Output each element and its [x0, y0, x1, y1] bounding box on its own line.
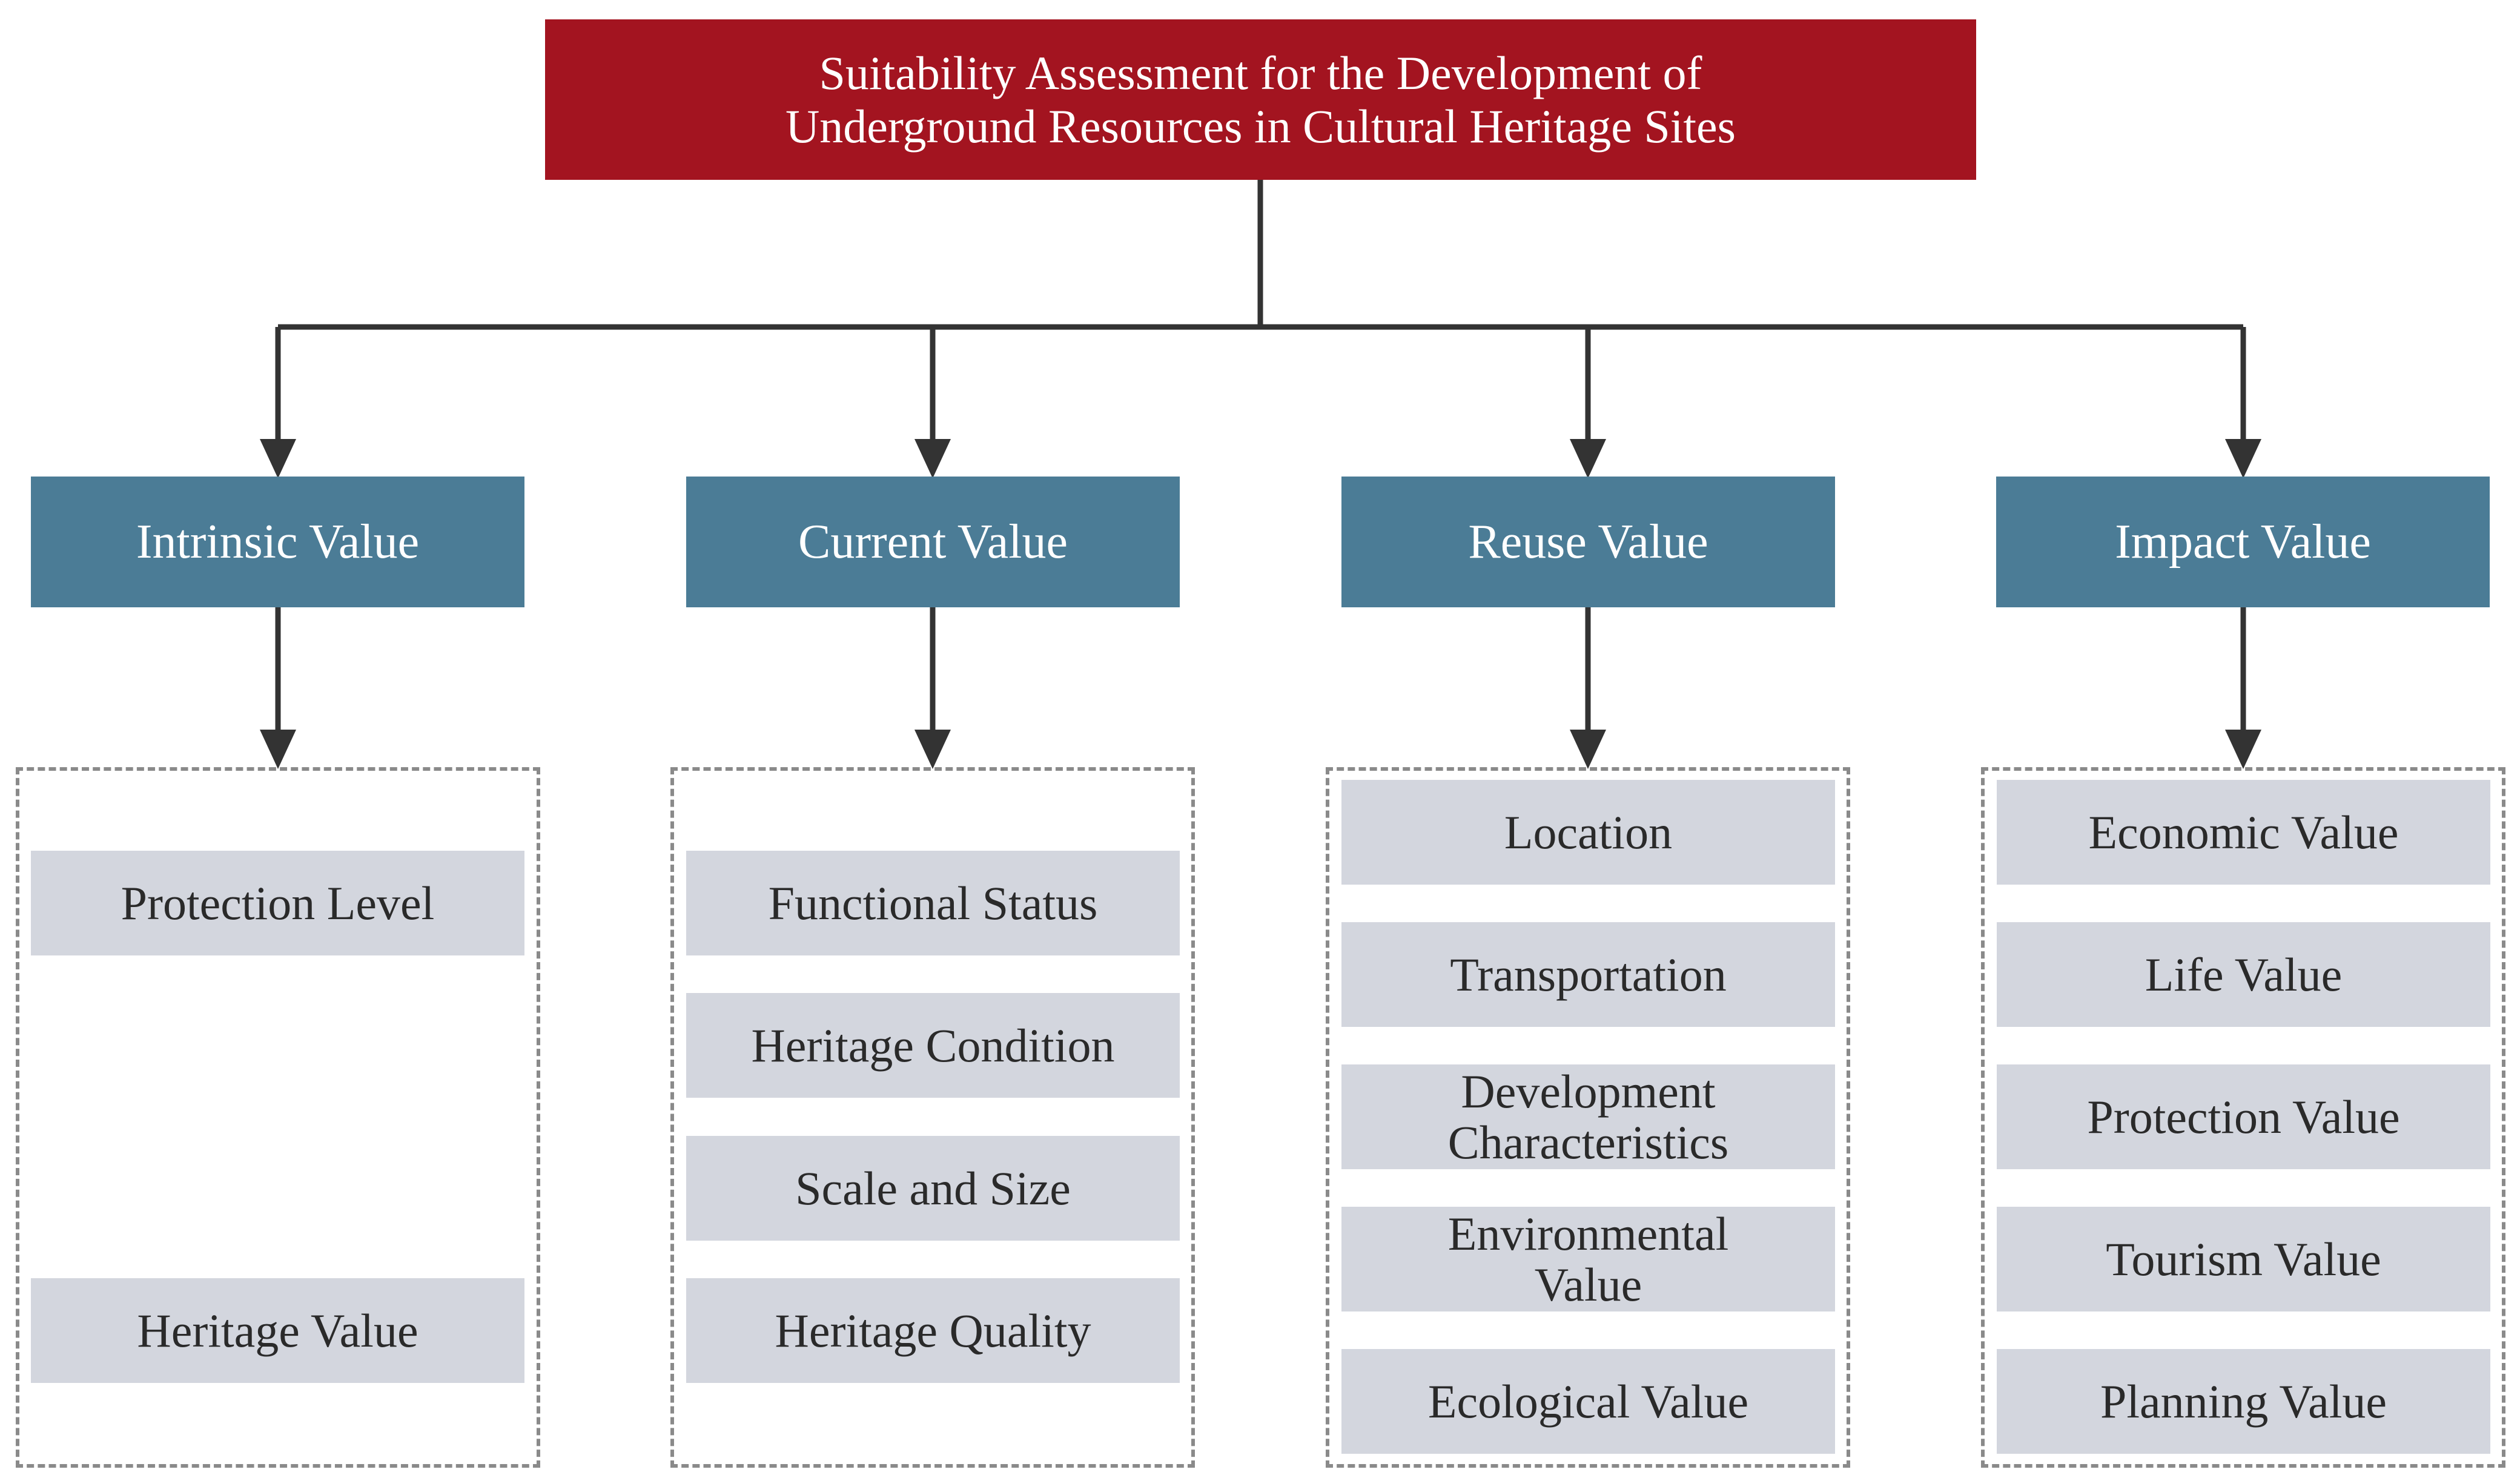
item-transportation: Transportation	[1341, 922, 1835, 1027]
item-label: Ecological Value	[1427, 1374, 1749, 1428]
item-label-line-1: Development	[1461, 1064, 1716, 1118]
item-scale-and-size: Scale and Size	[686, 1136, 1180, 1241]
item-label: Protection Level	[121, 876, 435, 929]
root-title-line-1: Suitability Assessment for the Developme…	[819, 46, 1702, 99]
item-label: Planning Value	[2100, 1374, 2387, 1428]
item-location: Location	[1341, 780, 1835, 885]
item-label: Scale and Size	[795, 1161, 1071, 1215]
item-label-line-1: Environmental	[1447, 1207, 1729, 1260]
item-label-line-2: Characteristics	[1447, 1115, 1729, 1169]
arrowhead-current-group	[914, 730, 951, 769]
item-tourism-value: Tourism Value	[1997, 1207, 2490, 1311]
item-protection-value: Protection Value	[1997, 1064, 2490, 1169]
item-life-value: Life Value	[1997, 922, 2490, 1027]
item-development-characteristics: Development Characteristics	[1341, 1064, 1835, 1169]
category-current-value: Current Value	[686, 477, 1180, 607]
item-label: Heritage Value	[137, 1304, 418, 1357]
item-label: Protection Value	[2087, 1090, 2400, 1143]
item-economic-value: Economic Value	[1997, 780, 2490, 885]
item-heritage-condition: Heritage Condition	[686, 993, 1180, 1098]
item-ecological-value: Ecological Value	[1341, 1349, 1835, 1454]
group-intrinsic-value: Protection Level Heritage Value	[16, 767, 540, 1468]
category-impact-value: Impact Value	[1996, 477, 2490, 607]
item-label: Transportation	[1450, 948, 1727, 1001]
arrowhead-impact-group	[2225, 730, 2261, 769]
item-label: Functional Status	[768, 876, 1098, 929]
item-label: Economic Value	[2088, 805, 2399, 859]
item-label: Heritage Condition	[751, 1018, 1115, 1072]
category-intrinsic-value: Intrinsic Value	[31, 477, 524, 607]
arrowhead-reuse-group	[1570, 730, 1606, 769]
root-node: Suitability Assessment for the Developme…	[545, 19, 1976, 180]
item-label: Tourism Value	[2106, 1232, 2381, 1285]
arrowhead-current	[914, 439, 951, 478]
group-reuse-value: Location Transportation Development Char…	[1326, 767, 1850, 1468]
item-label: Life Value	[2145, 948, 2343, 1001]
arrowhead-reuse	[1570, 439, 1606, 478]
item-label: Location	[1504, 805, 1673, 859]
item-label-line-2: Value	[1534, 1258, 1642, 1311]
arrowhead-intrinsic-group	[260, 730, 296, 769]
item-functional-status: Functional Status	[686, 851, 1180, 955]
item-protection-level: Protection Level	[31, 851, 524, 955]
root-title-line-2: Underground Resources in Cultural Herita…	[785, 99, 1736, 153]
item-label: Heritage Quality	[775, 1304, 1091, 1357]
group-impact-value: Economic Value Life Value Protection Val…	[1981, 767, 2505, 1468]
arrowhead-impact	[2225, 439, 2261, 478]
arrowhead-intrinsic	[260, 439, 296, 478]
item-environmental-value: Environmental Value	[1341, 1207, 1835, 1311]
group-current-value: Functional Status Heritage Condition Sca…	[670, 767, 1195, 1468]
category-reuse-value: Reuse Value	[1341, 477, 1835, 607]
item-heritage-value: Heritage Value	[31, 1278, 524, 1383]
item-heritage-quality: Heritage Quality	[686, 1278, 1180, 1383]
item-planning-value: Planning Value	[1997, 1349, 2490, 1454]
